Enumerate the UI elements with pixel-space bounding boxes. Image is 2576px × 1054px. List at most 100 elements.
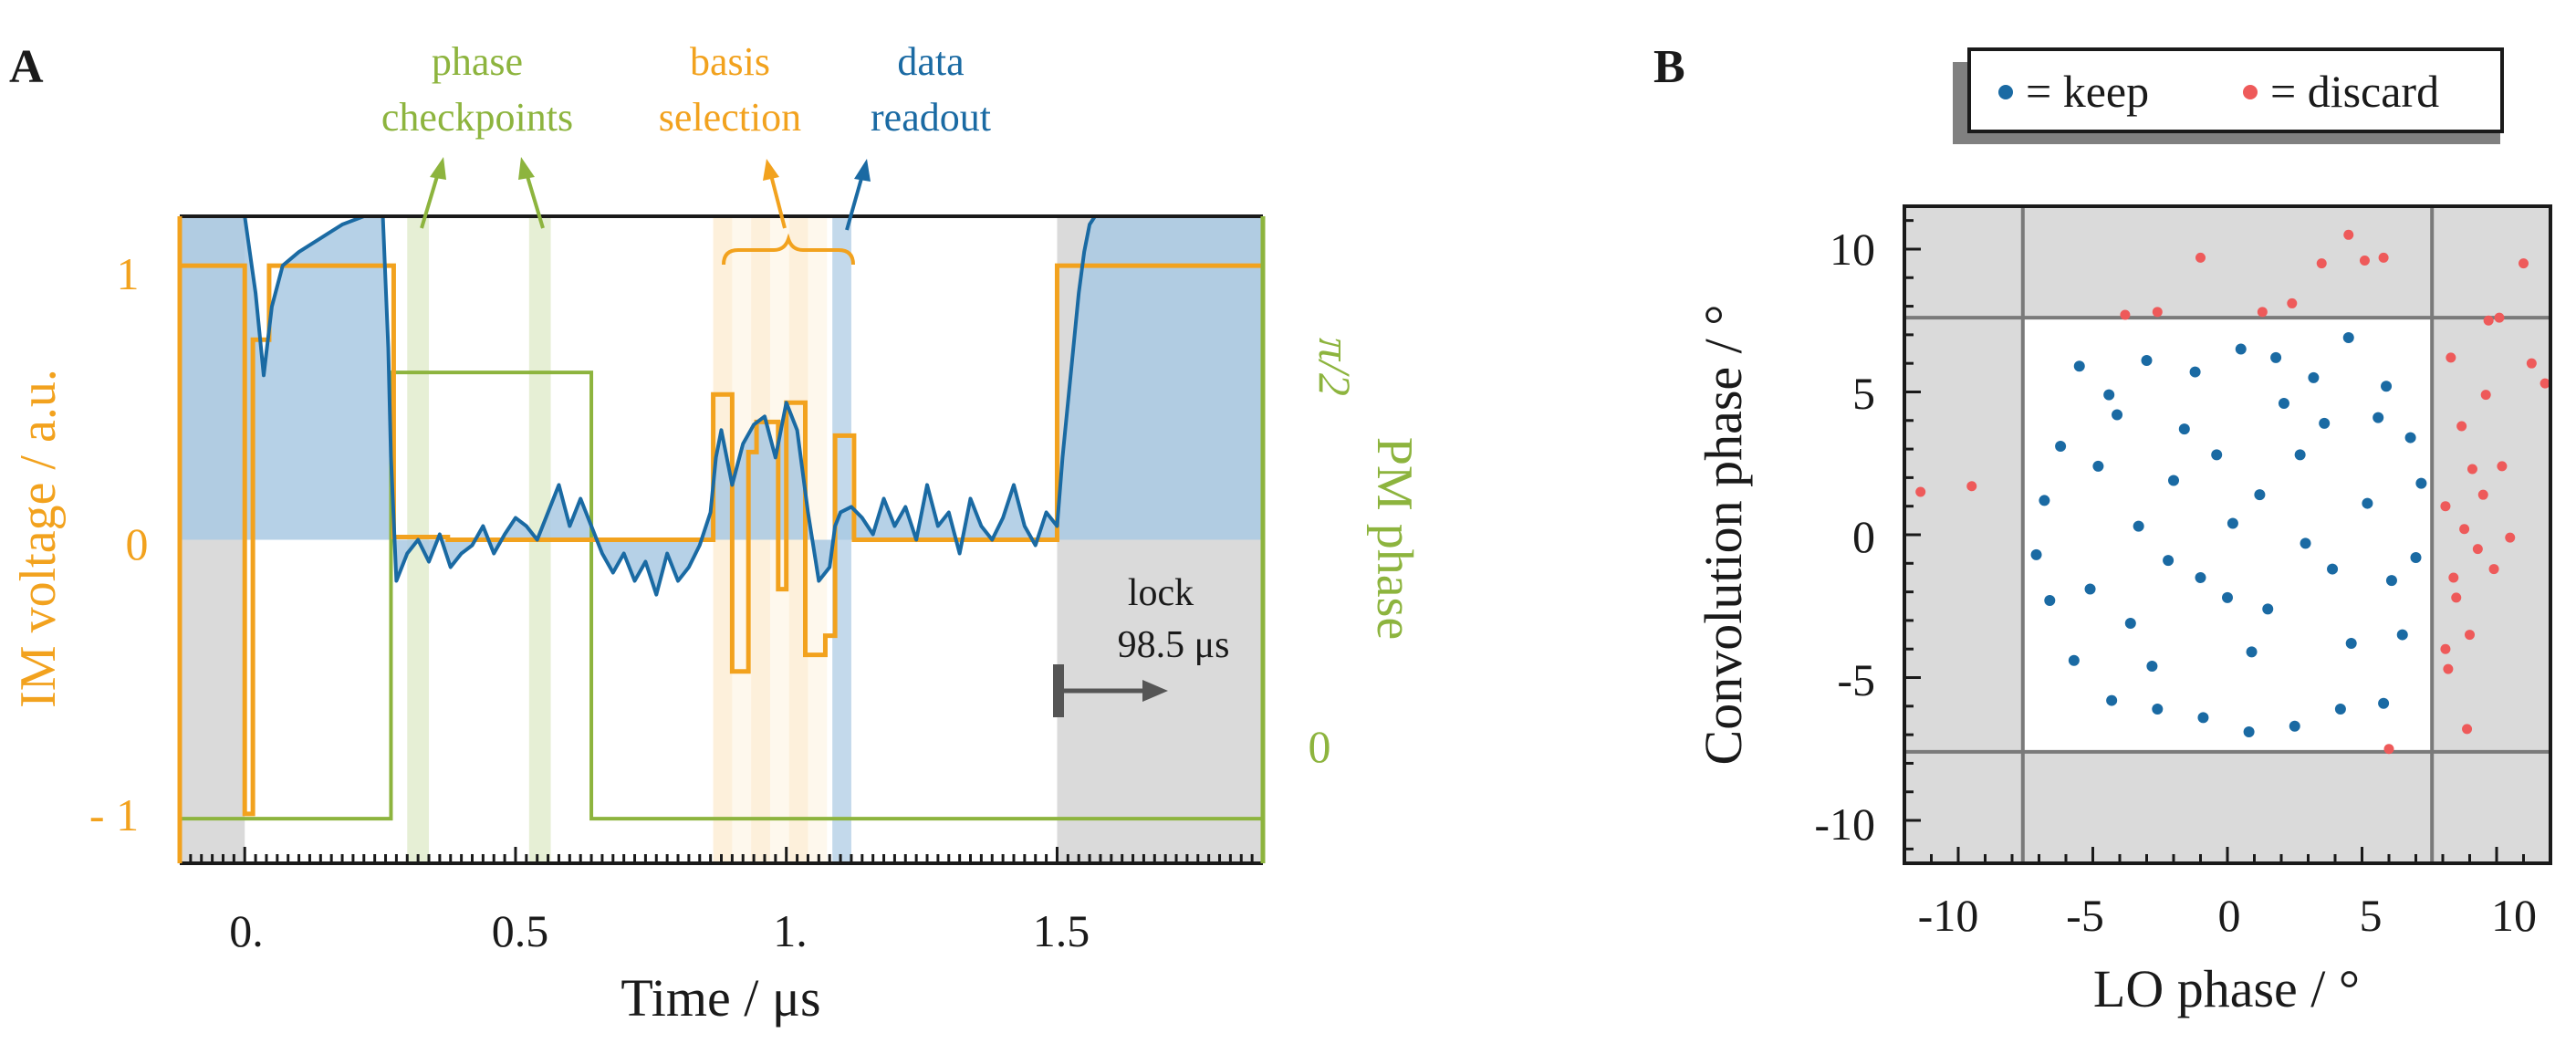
legend-keep-label: = keep	[2026, 66, 2149, 117]
keep-point	[2055, 440, 2067, 452]
keep-point	[2270, 351, 2282, 363]
keep-point	[2342, 332, 2354, 343]
keep-point	[2195, 571, 2206, 583]
readout-arrow-shaft	[845, 174, 864, 231]
readout-fill	[180, 216, 1263, 595]
checkpoint-arrow-head	[430, 157, 446, 180]
discard-point	[2443, 663, 2454, 674]
keep-point	[2092, 460, 2104, 472]
keep-point	[2211, 449, 2223, 461]
discard-point	[2448, 572, 2459, 583]
keep-window	[2022, 318, 2433, 752]
discard-point	[2462, 724, 2473, 735]
legend-discard-label: = discard	[2270, 66, 2439, 117]
legend-box	[1967, 47, 2504, 133]
pm-axis-title: PM phase	[1366, 437, 1423, 640]
keep-point	[2235, 343, 2247, 355]
phase-checkpoints-label-line2: checkpoints	[381, 95, 573, 140]
discard-point	[2446, 352, 2456, 363]
keep-point	[2030, 548, 2042, 560]
x-tick-label: 0	[2218, 890, 2241, 941]
keep-window-bounds	[1904, 206, 2550, 863]
keep-point	[2141, 355, 2153, 367]
im-tick-label: 1	[117, 248, 140, 299]
y-tick-label: -5	[1837, 654, 1875, 705]
x-tick-label: 1.	[773, 905, 808, 956]
keep-point	[2163, 555, 2174, 567]
keep-point	[2106, 694, 2118, 706]
x-axis-title: Time / μs	[621, 968, 820, 1028]
keep-point	[2243, 726, 2255, 737]
keep-point	[2410, 552, 2422, 564]
y-tick-label: -10	[1814, 798, 1875, 850]
discard-point	[2472, 544, 2483, 555]
discard-point	[2383, 744, 2394, 755]
discard-point	[2466, 464, 2477, 475]
checkpoint-arrow-head	[518, 157, 535, 180]
keep-point	[2254, 489, 2266, 501]
readout-line	[180, 214, 1263, 597]
basis-selection-label-line2: selection	[659, 95, 801, 140]
keep-point	[2294, 449, 2306, 461]
lock-label-line2: 98.5 μs	[1118, 624, 1230, 666]
discard-point	[2451, 592, 2462, 603]
keep-point	[2327, 563, 2339, 575]
pm-tick-label: π/2	[1309, 338, 1361, 396]
keep-point	[2039, 495, 2050, 506]
discard-point	[2488, 564, 2499, 575]
y-tick-label: 5	[1852, 368, 1875, 419]
keep-point	[2404, 432, 2416, 444]
x-tick-label: 0.5	[492, 905, 549, 956]
discard-point	[2497, 461, 2508, 472]
keep-point	[2068, 654, 2080, 666]
phase-checkpoints-label-line1: phase	[432, 39, 523, 84]
discard-point	[2316, 258, 2327, 269]
y-tick-label: 10	[1830, 224, 1875, 275]
discard-point	[2483, 315, 2494, 326]
discard-point	[2477, 489, 2488, 500]
x-axis-title: LO phase / °	[2093, 959, 2360, 1018]
discard-point	[2539, 378, 2550, 389]
basis-arrow-shaft	[769, 174, 787, 229]
keep-point	[2146, 661, 2158, 672]
basis-arrow-head	[763, 159, 779, 181]
discard-point	[2465, 630, 2475, 641]
discard-point	[2459, 524, 2470, 535]
keep-point	[2044, 595, 2056, 606]
discard-point	[2359, 255, 2370, 266]
axis-ticks	[1904, 219, 2525, 863]
discard-point	[2480, 390, 2491, 401]
keep-point	[2300, 537, 2311, 549]
im-tick-label: - 1	[89, 789, 139, 840]
discard-point	[2343, 229, 2354, 240]
keep-point	[2103, 389, 2115, 401]
x-ticks	[189, 847, 1254, 863]
discard-point	[2287, 297, 2298, 308]
keep-point	[2378, 697, 2390, 709]
keep-point	[2278, 398, 2289, 409]
keep-point	[2373, 412, 2384, 423]
keep-point	[2381, 381, 2393, 392]
keep-point	[2246, 646, 2258, 658]
legend-discard-marker	[2243, 85, 2258, 99]
readout-area	[180, 216, 1263, 595]
basis-brace	[722, 233, 855, 266]
keep-point	[2197, 712, 2209, 724]
keep-point	[2178, 423, 2190, 435]
discard-point	[2257, 307, 2268, 318]
im-tick-label: 0	[126, 518, 149, 569]
pm-phase-line	[180, 370, 1263, 821]
keep-point	[2319, 417, 2331, 429]
im-pm-timing-plot	[177, 214, 1266, 865]
im-axis-title: IM voltage / a.u.	[10, 369, 67, 708]
discard-point	[2440, 501, 2451, 512]
discard-point	[2494, 312, 2505, 323]
keep-point	[2152, 703, 2164, 715]
basis-selection-label-line1: basis	[690, 39, 770, 84]
x-tick-label: 1.5	[1033, 905, 1090, 956]
keep-point	[2362, 497, 2373, 509]
x-tick-label: -5	[2066, 890, 2104, 941]
lock-label-line1: lock	[1128, 572, 1194, 614]
keep-point	[2415, 477, 2427, 489]
discard-point	[2152, 307, 2163, 318]
